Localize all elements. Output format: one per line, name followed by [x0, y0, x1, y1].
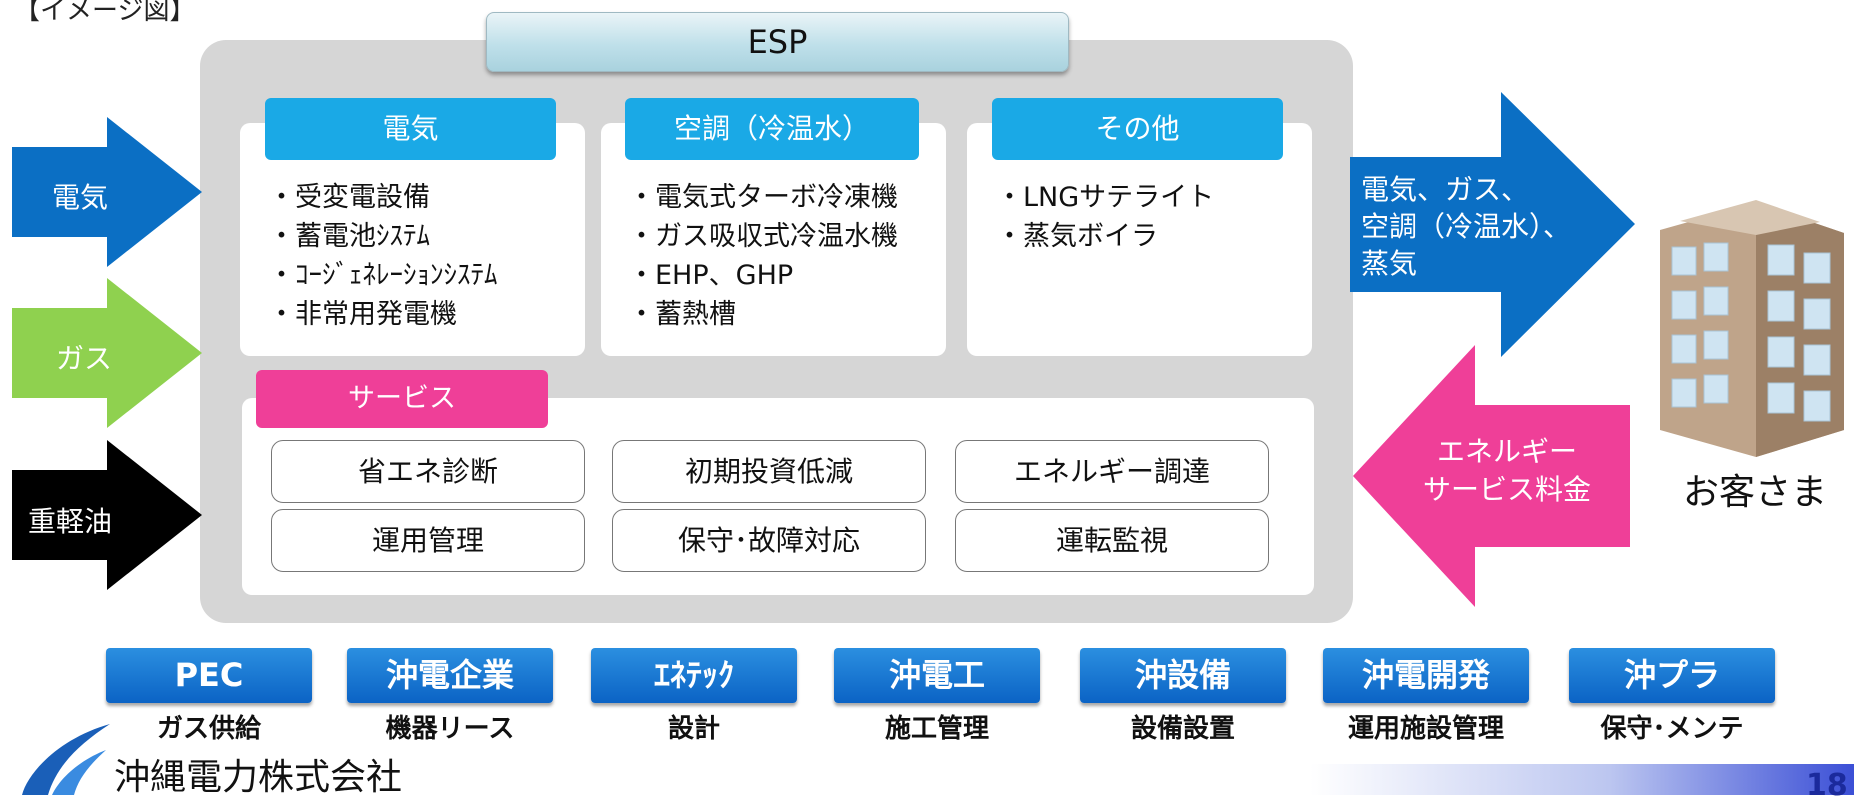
- category-tab-hvac: 空調（冷温水）: [625, 98, 919, 160]
- company-oki-pura: 沖プラ: [1569, 648, 1775, 703]
- category-tab-other: その他: [992, 98, 1283, 160]
- service-item-monitoring: 運転監視: [955, 509, 1269, 572]
- input-label-oil: 重軽油: [28, 505, 113, 538]
- list-item: ・EHP、GHP: [628, 260, 794, 291]
- list-item: ・電気式ターボ冷凍機: [628, 182, 898, 213]
- category-card-electric: [240, 123, 585, 356]
- company-role-oki-setsubi: 設備設置: [1130, 714, 1235, 744]
- fee-label-line: エネルギー: [1437, 435, 1578, 468]
- category-tab-electric: 電気: [265, 98, 556, 160]
- company-role-okiden-kigyo: 機器リース: [385, 714, 515, 744]
- output-label-line: 空調（冷温水）、: [1361, 210, 1572, 243]
- esp-title: ESP: [486, 12, 1069, 72]
- output-label-line: 蒸気: [1361, 247, 1418, 280]
- page-number: 18: [1806, 768, 1848, 803]
- input-label-electric: 電気: [52, 181, 109, 214]
- service-item-operation: 運用管理: [271, 509, 585, 572]
- company-oki-setsubi: 沖設備: [1080, 648, 1286, 703]
- input-arrow-oil: [12, 440, 202, 590]
- list-item: ・ガス吸収式冷温水機: [628, 221, 898, 252]
- service-item-energy-audit: 省エネ診断: [271, 440, 585, 503]
- company-role-oki-pura: 保守･メンテ: [1600, 714, 1744, 744]
- fee-label-line: サービス料金: [1423, 473, 1592, 506]
- company-role-okidenko: 施工管理: [884, 714, 989, 744]
- category-card-other: [967, 123, 1312, 356]
- company-pec: PEC: [106, 648, 312, 703]
- service-item-energy-procurement: エネルギー調達: [955, 440, 1269, 503]
- company-enetech: ｴﾈﾃｯｸ: [591, 648, 797, 703]
- okiden-logo: [22, 724, 110, 795]
- service-item-initial-cost: 初期投資低減: [612, 440, 926, 503]
- input-arrow-gas: [12, 278, 202, 428]
- fee-arrow: [1353, 345, 1630, 607]
- company-name: 沖縄電力株式会社: [114, 757, 403, 798]
- list-item: ・蓄熱槽: [628, 299, 736, 330]
- company-okiden-kaihatsu: 沖電開発: [1323, 648, 1529, 703]
- output-label: 電気、ガス、 空調（冷温水）、 蒸気: [1361, 171, 1571, 282]
- output-label-line: 電気、ガス、: [1361, 173, 1530, 206]
- footer-bar: [1310, 764, 1854, 795]
- category-items-hvac: ・電気式ターボ冷凍機 ・ガス吸収式冷温水機 ・EHP、GHP ・蓄熱槽: [628, 178, 898, 334]
- service-item-maintenance: 保守･故障対応: [612, 509, 926, 572]
- list-item: ・非常用発電機: [268, 299, 457, 330]
- figure-caption: 【イメージ図】: [14, 0, 196, 26]
- company-role-pec: ガス供給: [156, 714, 261, 744]
- company-role-enetech: 設計: [667, 714, 720, 744]
- input-arrow-electric: [12, 117, 202, 267]
- list-item: ・LNGサテライト: [996, 182, 1215, 213]
- list-item: ・ｺｰｼﾞｪﾈﾚｰｼｮﾝｼｽﾃﾑ: [268, 260, 498, 291]
- company-okiden-kigyo: 沖電企業: [347, 648, 553, 703]
- list-item: ・蒸気ボイラ: [996, 221, 1158, 252]
- company-role-okiden-kaihatsu: 運用施設管理: [1347, 714, 1504, 744]
- company-okidenko: 沖電工: [834, 648, 1040, 703]
- category-items-electric: ・受変電設備 ・蓄電池ｼｽﾃﾑ ・ｺｰｼﾞｪﾈﾚｰｼｮﾝｼｽﾃﾑ ・非常用発電機: [268, 178, 498, 334]
- list-item: ・受変電設備: [268, 182, 430, 213]
- input-label-gas: ガス: [56, 342, 113, 375]
- customer-label: お客さま: [1683, 472, 1828, 513]
- service-tab: サービス: [256, 370, 548, 428]
- fee-label: エネルギー サービス料金: [1423, 433, 1591, 509]
- output-arrow: [1350, 92, 1635, 357]
- category-card-hvac: [601, 123, 946, 356]
- category-items-other: ・LNGサテライト ・蒸気ボイラ: [996, 178, 1214, 256]
- building-icon: [1660, 200, 1844, 457]
- list-item: ・蓄電池ｼｽﾃﾑ: [268, 221, 430, 252]
